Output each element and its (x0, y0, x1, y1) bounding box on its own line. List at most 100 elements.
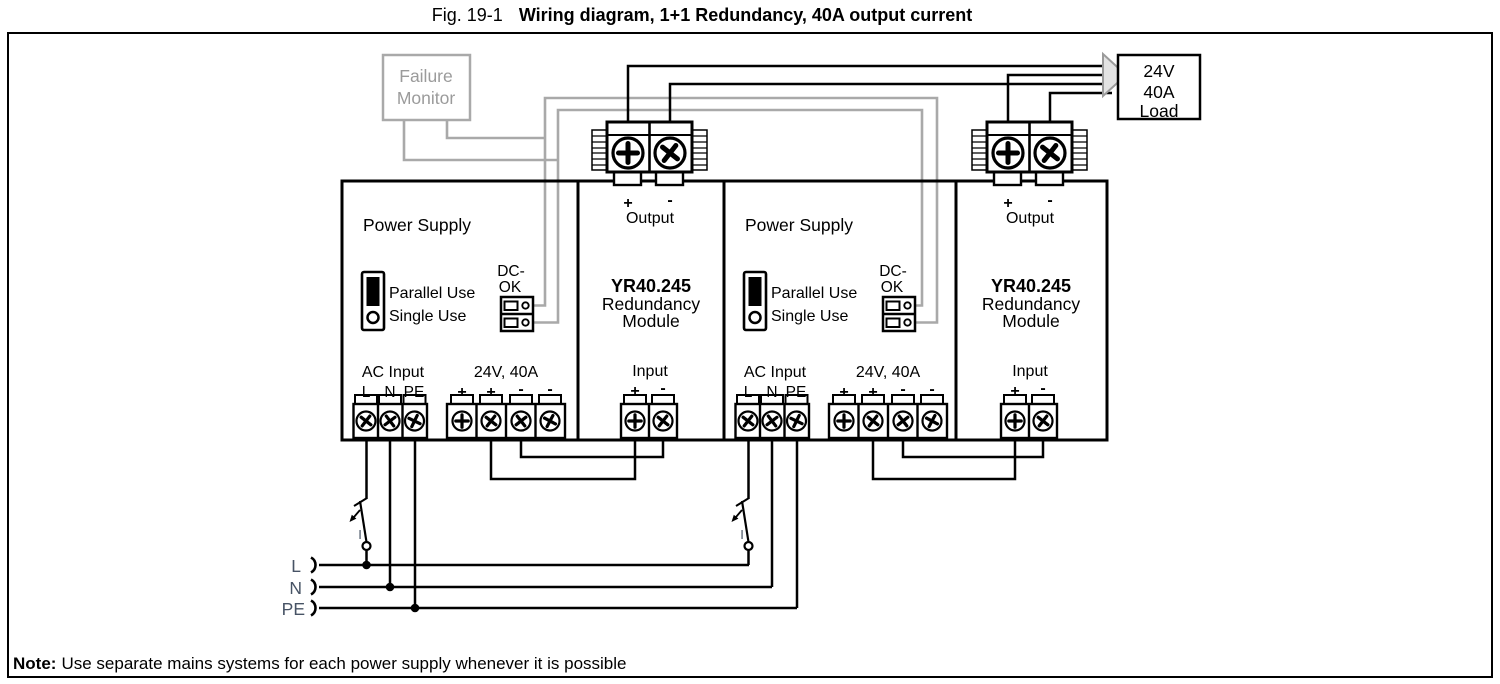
single-use-label: Single Use (389, 308, 466, 325)
junction-dots (362, 560, 420, 613)
screw-terminal-icon (651, 409, 675, 433)
single-use-label: Single Use (771, 308, 848, 325)
disconnect-switch-icon (731, 497, 754, 552)
rating-label: 24V, 40A (856, 364, 921, 381)
redundancy-module-2: + - Output YR40.245 Redundancy Module In… (982, 192, 1081, 400)
polarity-label: - (518, 381, 523, 398)
screw-terminal-icon (1031, 409, 1055, 433)
screw-terminal-icon (354, 409, 378, 433)
mains-pe-label: PE (282, 599, 305, 619)
ps-to-module-wires (489, 434, 1045, 481)
module-model-label: YR40.245 (991, 276, 1071, 296)
terminal-l-label: L (744, 384, 753, 401)
output-terminal-block (971, 120, 1088, 187)
polarity-label: + (486, 384, 495, 401)
dc-ok-label: DC- (879, 263, 907, 280)
polarity-label: - (1040, 380, 1045, 397)
dc-ok-signal-wires (402, 96, 939, 324)
mains-l-label: L (291, 556, 301, 576)
switch-position-label: I (358, 527, 362, 542)
note-text: Note:Use separate mains systems for each… (13, 654, 627, 673)
mains-n-label: N (289, 578, 302, 598)
mode-switch-icon (360, 270, 386, 332)
screw-terminal-icon (655, 138, 685, 168)
screw-terminal-icon (736, 409, 760, 433)
load-box: 24V 40A Load (1116, 53, 1202, 121)
terminal-n-label: N (384, 384, 395, 401)
rating-label: 24V, 40A (474, 364, 539, 381)
terminal-n-label: N (766, 384, 777, 401)
screw-terminal-icon (479, 409, 503, 433)
parallel-use-label: Parallel Use (389, 285, 475, 302)
polarity-label: + (623, 195, 632, 212)
redundancy-module-1: + - Output YR40.245 Redundancy Module In… (602, 192, 701, 400)
module-input-terminal-block (999, 394, 1059, 440)
module-name-label: Redundancy (602, 294, 701, 314)
load-label: Load (1140, 101, 1179, 121)
unit-assembly-boxes (340, 179, 1109, 442)
terminal-pe-label: PE (404, 384, 425, 401)
polarity-label: + (457, 384, 466, 401)
fin-icon (591, 129, 608, 171)
fin-icon (971, 129, 988, 171)
polarity-label: + (1010, 383, 1019, 400)
dc-ok-contact-icon (499, 295, 535, 333)
power-supply-title: Power Supply (745, 215, 853, 235)
mode-switch-icon (742, 270, 768, 332)
dc-ok-label: OK (499, 279, 522, 296)
polarity-label: - (547, 381, 552, 398)
output-terminal-block (591, 120, 708, 187)
module-model-label: YR40.245 (611, 276, 691, 296)
load-arrow-icon (1102, 51, 1128, 99)
polarity-label: + (630, 383, 639, 400)
input-label: Input (632, 363, 668, 380)
polarity-label: - (929, 381, 934, 398)
module-name-label: Module (1002, 311, 1059, 331)
load-label: 24V (1143, 61, 1174, 81)
screw-terminal-icon (861, 409, 885, 433)
dc-output-terminal-block (827, 394, 949, 440)
module-input-terminal-block (619, 394, 679, 440)
polarity-label: + (839, 384, 848, 401)
screw-terminal-icon (450, 409, 474, 433)
polarity-label: - (900, 381, 905, 398)
screw-terminal-icon (993, 138, 1023, 168)
ac-input-label: AC Input (744, 364, 807, 381)
polarity-label: + (1003, 195, 1012, 212)
polarity-label: - (660, 380, 665, 397)
screw-terminal-icon (623, 409, 647, 433)
parallel-use-label: Parallel Use (771, 285, 857, 302)
failure-monitor-box: Failure Monitor (381, 53, 472, 122)
input-label: Input (1012, 363, 1048, 380)
output-label: Output (626, 210, 675, 227)
ac-input-terminal-block (352, 394, 429, 440)
terminal-pe-label: PE (786, 384, 807, 401)
load-label: 40A (1143, 82, 1174, 102)
diagram-frame (7, 32, 1493, 678)
power-supply-title: Power Supply (363, 215, 471, 235)
disconnect-switch-icon (349, 497, 372, 552)
ac-input-label: AC Input (362, 364, 425, 381)
dc-ok-label: DC- (497, 263, 525, 280)
power-supply-1: Power Supply Parallel Use Single Use DC-… (362, 215, 553, 401)
ac-input-terminal-block (734, 394, 811, 440)
dc-ok-contact-icon (881, 295, 917, 333)
polarity-label: - (1047, 192, 1052, 209)
screw-terminal-icon (1035, 138, 1065, 168)
fin-icon (691, 129, 708, 171)
terminal-l-label: L (362, 384, 371, 401)
polarity-label: - (667, 192, 672, 209)
dc-output-wires (626, 64, 1112, 124)
output-label: Output (1006, 210, 1055, 227)
screw-terminal-icon (613, 138, 643, 168)
fin-icon (1071, 129, 1088, 171)
failure-monitor-label: Monitor (397, 88, 456, 108)
failure-monitor-label: Failure (399, 66, 453, 86)
screw-terminal-icon (1003, 409, 1027, 433)
mains-wires (319, 434, 799, 610)
dc-output-terminal-block (445, 394, 567, 440)
mains-source-terminals (310, 556, 317, 617)
mains-labels: L N PE I I (282, 527, 744, 619)
polarity-label: + (868, 384, 877, 401)
